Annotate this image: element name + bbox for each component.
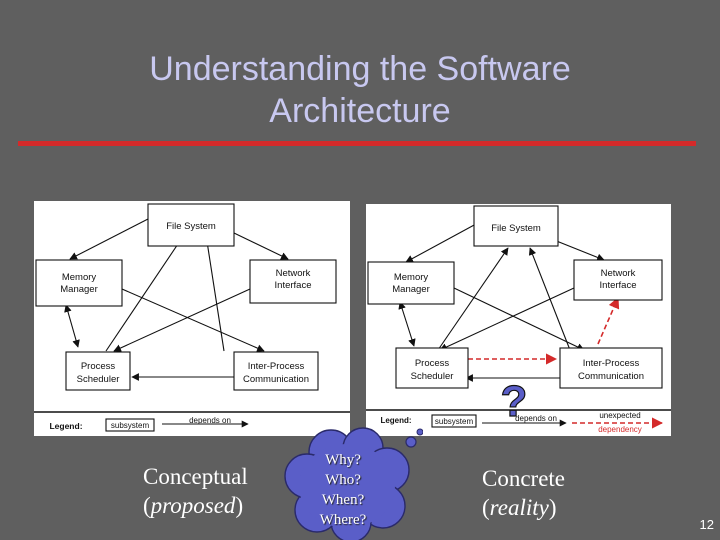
node-ipc-label-2: Communication bbox=[578, 371, 644, 382]
legend-subsystem-box bbox=[105, 418, 155, 432]
node-file-system-label: File System bbox=[166, 221, 216, 232]
edge-unexpected-ipc-ni bbox=[597, 296, 620, 345]
conceptual-label-line-2: (proposed) bbox=[143, 493, 244, 518]
legend-depends-on-label: depends on bbox=[515, 414, 557, 423]
node-process-scheduler-label-2: Scheduler bbox=[411, 371, 454, 382]
concrete-architecture-diagram: File System Memory Manager Network Inter… bbox=[366, 204, 671, 436]
thought-cloud-text: Why? Who? When? Where? bbox=[283, 450, 403, 530]
node-memory-manager-label-2: Manager bbox=[392, 284, 430, 295]
edge-fs-ni bbox=[233, 232, 289, 260]
edge-fs-ni bbox=[553, 239, 605, 262]
slide-title: Understanding the Software Architecture bbox=[60, 48, 660, 132]
node-ipc bbox=[233, 351, 319, 391]
edge-ps-fs bbox=[437, 247, 509, 351]
node-ipc-label-1: Inter-Process bbox=[583, 358, 640, 369]
node-memory-manager bbox=[367, 261, 455, 305]
node-network-interface-label-1: Network bbox=[601, 268, 636, 279]
title-underline bbox=[18, 141, 696, 146]
node-process-scheduler bbox=[395, 347, 469, 389]
legend-subsystem-box bbox=[431, 414, 477, 428]
legend-title: Legend: bbox=[49, 421, 82, 431]
legend-subsystem-label: subsystem bbox=[111, 421, 150, 430]
question-mark-icon: ? bbox=[501, 377, 528, 426]
edge-mm-ipc bbox=[453, 287, 585, 351]
node-memory-manager-label-2: Manager bbox=[60, 284, 98, 295]
cloud-line-why: Why? bbox=[325, 452, 361, 468]
edge-mm-ps bbox=[64, 304, 80, 348]
slide-title-line-1: Understanding the Software bbox=[149, 50, 571, 88]
node-network-interface-label-1: Network bbox=[276, 268, 311, 279]
node-file-system bbox=[147, 203, 235, 247]
edge-ps-fs bbox=[105, 234, 185, 352]
node-process-scheduler-label-1: Process bbox=[81, 361, 116, 372]
concrete-label-line-2: (reality) bbox=[482, 495, 557, 520]
node-memory-manager-label-1: Memory bbox=[394, 272, 429, 283]
legend-unexpected-label-1: unexpected bbox=[599, 411, 640, 420]
node-memory-manager-label-1: Memory bbox=[62, 272, 97, 283]
concrete-label: Concrete (reality) bbox=[482, 464, 565, 522]
node-file-system bbox=[473, 205, 559, 247]
cloud-line-who: Who? bbox=[325, 472, 361, 488]
node-ipc-label-1: Inter-Process bbox=[248, 361, 305, 372]
cloud-line-where: Where? bbox=[319, 512, 367, 528]
concrete-label-line-1: Concrete bbox=[482, 466, 566, 491]
node-ipc-label-2: Communication bbox=[243, 374, 309, 385]
page-number: 12 bbox=[699, 517, 714, 532]
slide-title-line-2: Architecture bbox=[269, 92, 451, 130]
node-file-system-label: File System bbox=[491, 223, 541, 234]
edge-fs-mm bbox=[405, 223, 477, 263]
node-network-interface bbox=[249, 259, 337, 304]
legend-subsystem-label: subsystem bbox=[435, 417, 474, 426]
legend-title: Legend: bbox=[380, 416, 411, 425]
reality-text: reality bbox=[489, 495, 549, 520]
node-memory-manager bbox=[35, 259, 123, 307]
node-network-interface-label-2: Interface bbox=[600, 280, 637, 291]
thought-cloud-icon bbox=[284, 427, 423, 540]
edge-mm-ipc bbox=[121, 288, 265, 352]
legend-depends-on-label: depends on bbox=[189, 416, 231, 425]
proposed-text: proposed bbox=[150, 493, 236, 518]
conceptual-label: Conceptual (proposed) bbox=[143, 462, 248, 520]
node-process-scheduler bbox=[65, 351, 131, 391]
edge-fs-mm bbox=[69, 218, 149, 260]
node-process-scheduler-label-1: Process bbox=[415, 358, 450, 369]
edge-mm-ps bbox=[398, 301, 416, 347]
cloud-line-when: When? bbox=[321, 492, 365, 508]
node-network-interface-label-2: Interface bbox=[275, 280, 312, 291]
conceptual-label-line-1: Conceptual bbox=[143, 464, 248, 489]
edge-ni-ps bbox=[439, 287, 575, 351]
node-process-scheduler-label-2: Scheduler bbox=[77, 374, 120, 385]
edge-ni-ps bbox=[113, 288, 251, 352]
node-network-interface bbox=[573, 259, 663, 301]
conceptual-architecture-diagram: File System Memory Manager Network Inter… bbox=[34, 201, 350, 436]
legend-unexpected-label-2: dependency bbox=[598, 425, 642, 434]
node-ipc bbox=[559, 347, 663, 389]
